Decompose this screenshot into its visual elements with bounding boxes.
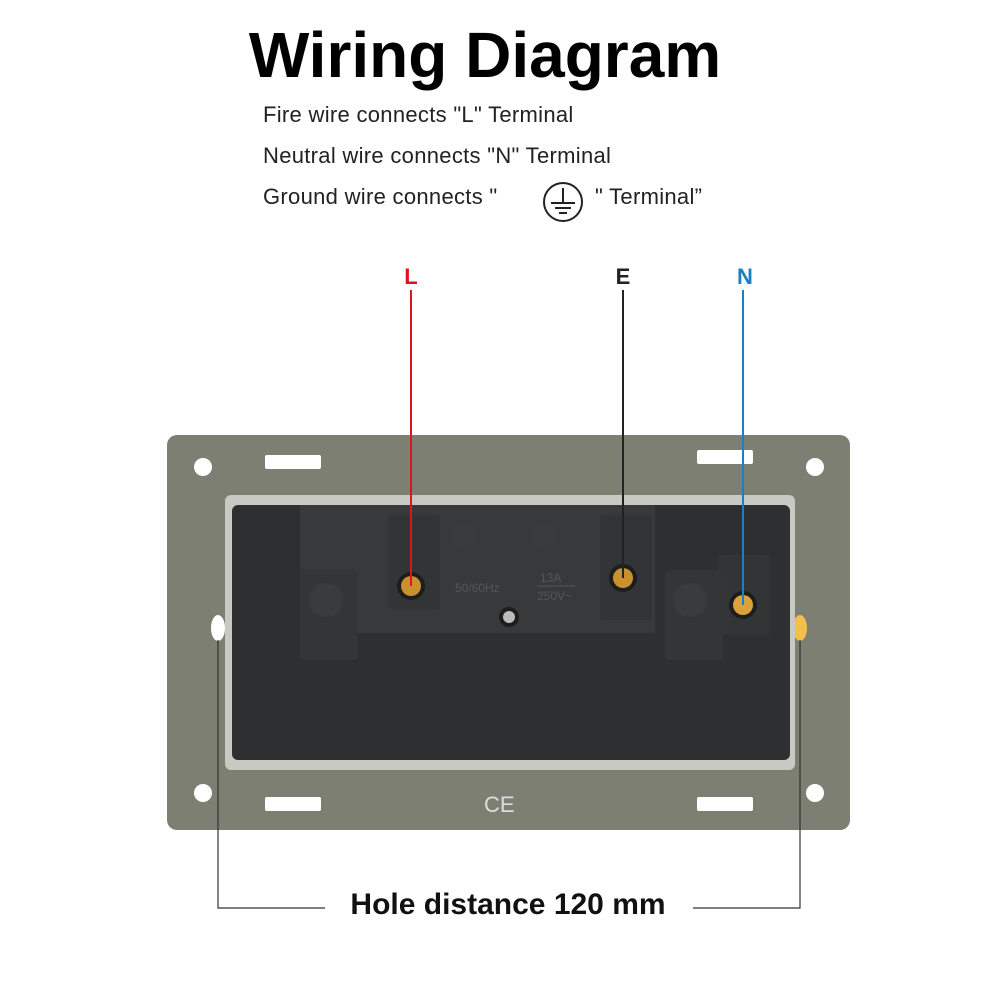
- dimension-line-left: [217, 640, 325, 909]
- terminal-label-l: L: [404, 264, 417, 289]
- ground-symbol-icon: [543, 182, 583, 222]
- current-marking: 13A: [540, 571, 561, 585]
- terminal-label-n: N: [737, 264, 753, 289]
- voltage-marking: 250V~: [537, 589, 572, 603]
- dimension-line-right: [693, 640, 801, 909]
- instruction-ground-end: " Terminal”: [595, 184, 703, 209]
- ce-mark: CE: [484, 792, 515, 817]
- frequency-marking: 50/60Hz: [455, 581, 500, 595]
- page-title: Wiring Diagram: [248, 19, 722, 91]
- hole-distance-label: Hole distance 120 mm: [350, 888, 665, 921]
- instruction-neutral: Neutral wire connects "N" Terminal: [263, 143, 612, 168]
- instruction-live: Fire wire connects "L" Terminal: [263, 102, 574, 127]
- instruction-ground-start: Ground wire connects ": [263, 184, 498, 209]
- mounting-holes: [194, 450, 824, 811]
- terminal-label-e: E: [616, 264, 631, 289]
